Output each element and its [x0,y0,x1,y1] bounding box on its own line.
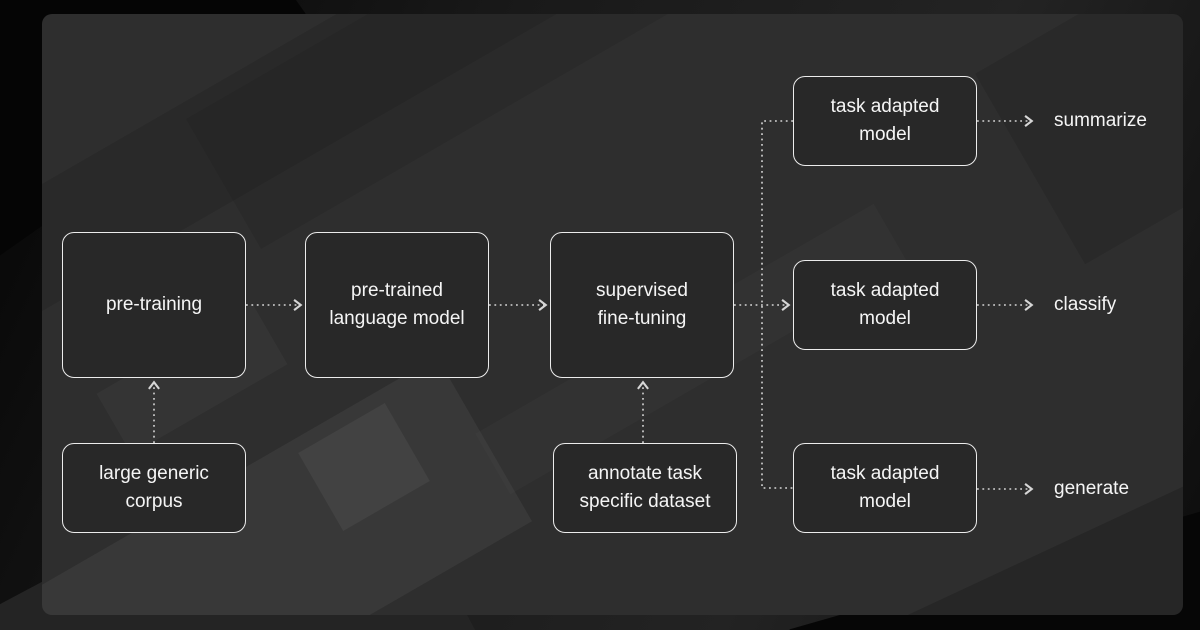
node-task-adapted-model-bottom: task adapted model [793,443,977,533]
node-label: task adapted model [830,96,940,145]
output-label-classify: classify [1054,294,1117,315]
node-label: large generic corpus [99,463,209,512]
node-pre-training: pre-training [62,232,246,378]
node-task-adapted-model-middle: task adapted model [793,260,977,350]
connector-layer [42,14,1183,615]
node-label: pre-training [105,294,203,315]
node-label: task adapted model [830,280,940,329]
node-supervised-fine-tuning: supervised fine-tuning [550,232,734,378]
output-label-generate: generate [1054,478,1130,499]
node-label: annotate task specific dataset [579,463,711,512]
node-label: task adapted model [830,463,940,512]
node-pre-trained-language-model: pre-trained language model [305,232,489,378]
node-annotate-task-specific-dataset: annotate task specific dataset [553,443,737,533]
node-label: pre-trained language model [329,280,465,329]
output-label-summarize: summarize [1054,110,1147,131]
node-large-generic-corpus: large generic corpus [62,443,246,533]
node-task-adapted-model-top: task adapted model [793,76,977,166]
node-label: supervised fine-tuning [596,280,688,329]
diagram-panel: pre-training pre-trained language model … [42,14,1183,615]
